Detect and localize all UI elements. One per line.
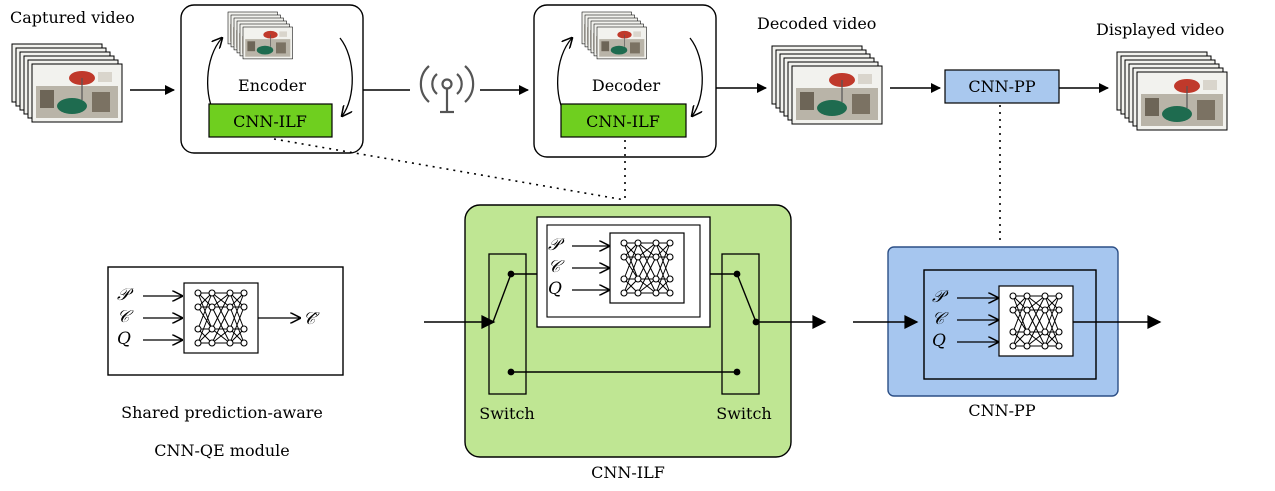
encoder-block: Encoder CNN-ILF	[180, 4, 364, 154]
encoder-frames	[228, 12, 293, 59]
displayed-video-frames	[1117, 52, 1227, 130]
captured-video-frames	[12, 44, 122, 122]
pp-symbol-q: Q	[932, 331, 946, 351]
switch-left-label: Switch	[479, 404, 534, 423]
cnn-pp-block	[944, 69, 1060, 104]
cnn-pp-caption: CNN-PP	[968, 401, 1035, 420]
decoder-block: Decoder CNN-ILF	[533, 4, 717, 158]
encoder-cnn-ilf-block	[208, 103, 333, 138]
shared-cnn-qe-module: 𝒫 𝒞 Q 𝒞̂	[107, 266, 344, 376]
antenna-icon	[419, 65, 475, 114]
decoded-video-label: Decoded video	[757, 14, 876, 33]
decoder-loop-arrow-right	[689, 37, 703, 116]
decoder-cnn-ilf-label: CNN-ILF	[586, 112, 660, 131]
switch-right-label: Switch	[716, 404, 771, 423]
shared-module-caption-line2: CNN-QE module	[154, 441, 289, 460]
captured-video-label: Captured video	[10, 8, 135, 27]
switch-left	[488, 253, 527, 395]
ilf-symbol-q: Q	[548, 279, 562, 299]
pp-network	[998, 285, 1074, 357]
symbol-q: Q	[117, 329, 131, 349]
switch-right	[721, 253, 760, 395]
displayed-video-label: Displayed video	[1096, 20, 1224, 39]
decoder-label: Decoder	[592, 76, 661, 95]
decoder-cnn-ilf-block	[560, 103, 687, 138]
cnn-pp-block-label: CNN-PP	[968, 77, 1035, 96]
cnn-ilf-detail: 𝒫 𝒞 Q Switch Switch	[464, 204, 792, 458]
qe-network	[183, 282, 259, 354]
dotted-connectors	[273, 105, 1001, 242]
cnn-ilf-caption: CNN-ILF	[591, 463, 665, 482]
encoder-loop-arrow-right	[339, 37, 353, 116]
encoder-label: Encoder	[238, 76, 306, 95]
cnn-pp-detail: 𝒫 𝒞 Q	[887, 246, 1119, 397]
decoder-frames	[582, 12, 647, 59]
encoder-cnn-ilf-label: CNN-ILF	[233, 112, 307, 131]
ilf-network	[609, 232, 685, 304]
decoded-video-frames	[772, 46, 882, 124]
shared-module-caption-line1: Shared prediction-aware	[121, 403, 323, 422]
